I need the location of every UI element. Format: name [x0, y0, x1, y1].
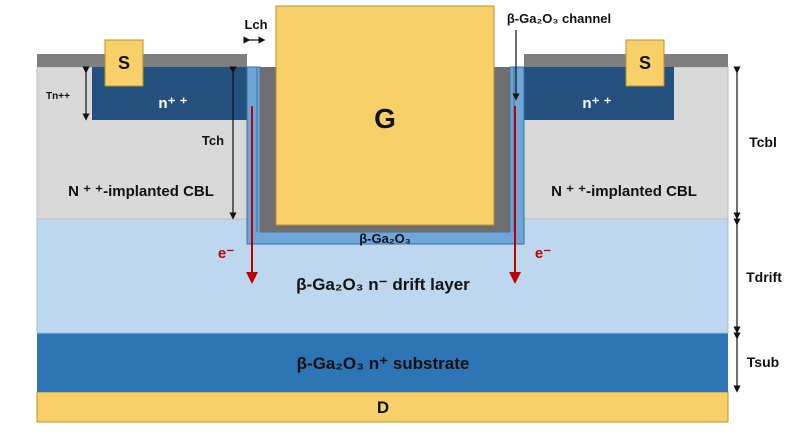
tn-label: Tn++	[46, 91, 70, 102]
drain-contact	[36, 391, 729, 423]
electron-left-label: e⁻	[218, 245, 234, 262]
gate-label: G	[374, 103, 396, 134]
tch-label: Tch	[202, 133, 224, 148]
npp-right-label: n⁺ ⁺	[582, 95, 611, 112]
tdrift-label: Tdrift	[746, 269, 782, 285]
tcbl-label: Tcbl	[749, 134, 777, 150]
source-left-label: S	[118, 53, 130, 73]
source-right-label: S	[639, 53, 651, 73]
source-left-contact	[104, 39, 144, 87]
cbl-left-label: N ⁺ ⁺-implanted CBL	[68, 183, 214, 200]
cbl-right-label: N ⁺ ⁺-implanted CBL	[551, 183, 697, 200]
npp-left-label: n⁺ ⁺	[158, 95, 187, 112]
substrate-label: β-Ga₂O₃ n⁺ substrate	[297, 354, 470, 373]
drain-label: D	[377, 398, 389, 417]
substrate-layer	[37, 333, 728, 392]
source-right-contact	[625, 39, 665, 87]
tsub-label: Tsub	[747, 354, 779, 370]
gate-electrode	[275, 5, 495, 226]
lch-label: Lch	[244, 17, 267, 32]
ga2o3-bottom-label: β-Ga₂O₃	[359, 231, 411, 246]
drift-label: β-Ga₂O₃ n⁻ drift layer	[296, 275, 470, 294]
electron-right-label: e⁻	[535, 245, 551, 262]
channel-label: β-Ga₂O₃ channel	[507, 11, 611, 26]
